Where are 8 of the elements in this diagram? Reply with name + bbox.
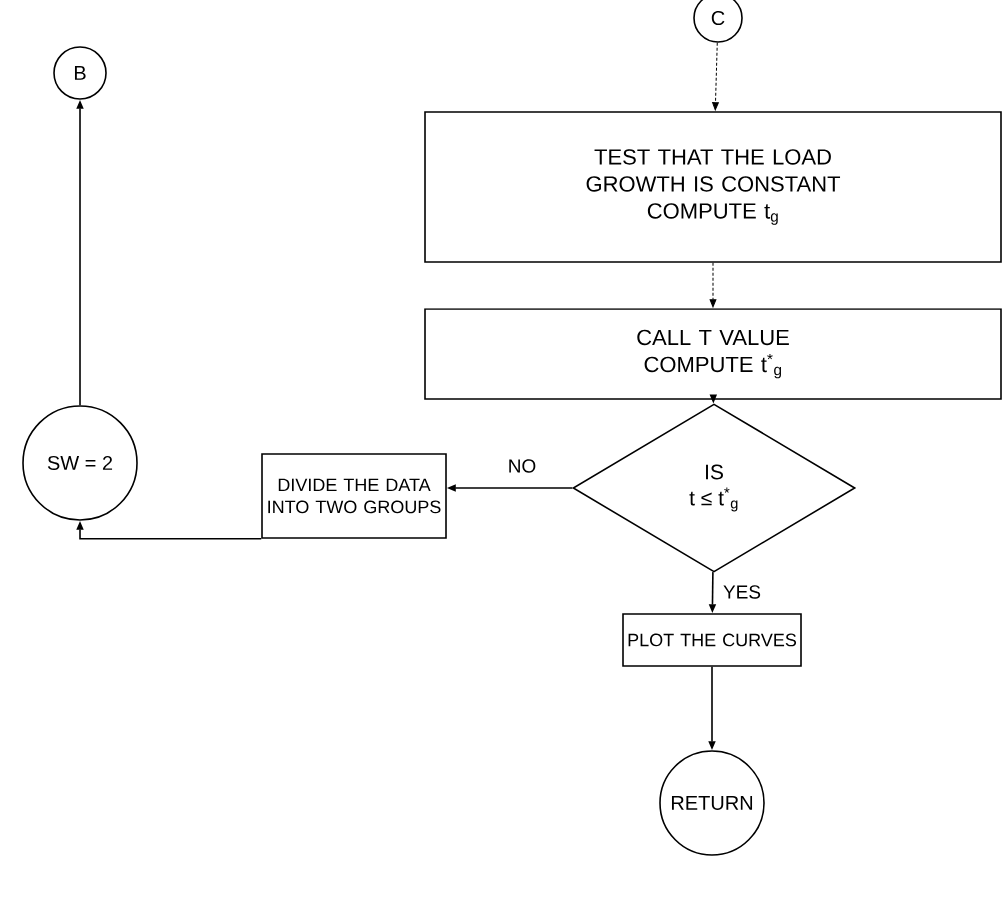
process-box: PLOT THE CURVES xyxy=(622,613,802,667)
process-box: TEST THAT THE LOAD GROWTH IS CONSTANT COMPUTE t$_{g}$ xyxy=(424,111,1002,263)
process-box: CALL T VALUE COMPUTE t$^{*}$g xyxy=(424,308,1002,400)
edge-label: YES xyxy=(723,585,761,599)
edge-label: NO xyxy=(509,459,536,473)
arrow xyxy=(709,262,717,308)
arrow xyxy=(712,42,719,111)
process-box: DIVIDE THE DATA INTO TWO GROUPS xyxy=(261,453,447,539)
